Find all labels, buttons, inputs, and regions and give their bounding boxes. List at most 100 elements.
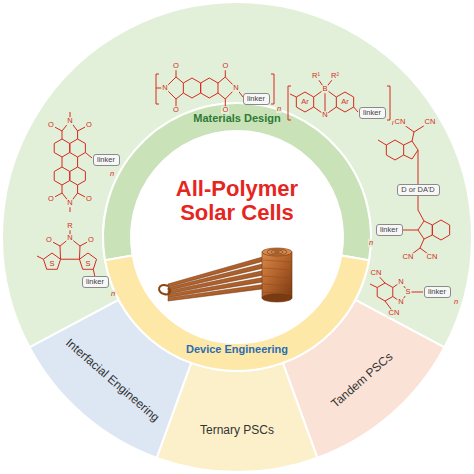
roll-winding: [263, 292, 291, 294]
materials-region: [2, 2, 472, 347]
segment-label: Ternary PSCs: [199, 423, 275, 437]
roll-spiral: [271, 250, 283, 254]
center-circle: All-Polymer Solar Cells: [131, 131, 343, 343]
chemical-bond: [370, 284, 377, 288]
atom-label: CN: [394, 118, 407, 126]
atom-label: O: [172, 62, 180, 70]
chemical-bond: [386, 140, 403, 160]
repeat-index: n: [110, 290, 116, 298]
ribbon-roll: [262, 252, 292, 298]
repeat-index: n: [276, 105, 282, 113]
chemical-bond: [296, 92, 313, 112]
node-text: linker: [363, 109, 382, 117]
atom-label: N: [161, 84, 168, 92]
chemical-bond: [354, 107, 358, 112]
node-text: linker: [380, 226, 399, 234]
donor-box: D or DA'D: [397, 184, 440, 196]
atom-label: O: [221, 62, 229, 70]
repeat-index: n: [368, 239, 374, 247]
node-text: linker: [247, 95, 266, 103]
ribbon-curl: [159, 285, 170, 294]
roll-spiral: [275, 251, 280, 253]
chemical-bond: [418, 150, 419, 184]
atom-label: CN: [424, 118, 437, 126]
linker-box: linker: [424, 286, 451, 298]
linker-box: linker: [359, 107, 386, 119]
atom-label: S: [404, 288, 411, 296]
repeat-index: n: [453, 298, 459, 306]
ribbon-strip: [168, 284, 266, 301]
chemical-bond: [378, 140, 386, 145]
chemical-bond: [336, 92, 353, 112]
polymer-ribbon: [159, 248, 292, 302]
atom-label: CN: [402, 253, 415, 261]
band-label: Device Engineering: [185, 343, 289, 356]
atom-label: O: [47, 121, 55, 129]
atom-label: O: [85, 121, 93, 129]
atom-label: CN: [370, 269, 383, 277]
chemical-bond: [70, 139, 86, 157]
atom-label: O: [85, 195, 93, 203]
atom-label: O: [47, 195, 55, 203]
chemical-bond: [290, 94, 296, 97]
atom-label: R¹: [311, 72, 321, 80]
atom-label: O: [221, 106, 229, 114]
node-text: D or DA'D: [401, 186, 436, 194]
linker-box: linker: [376, 224, 403, 236]
roll-winding: [263, 260, 291, 262]
chemical-bond: [418, 221, 432, 239]
atom-label: Ar: [340, 98, 350, 106]
linker-box: linker: [93, 154, 120, 166]
atom-label: S: [84, 260, 91, 268]
chemical-bond: [288, 86, 291, 120]
linker-box: linker: [243, 93, 270, 105]
chemical-bond: [77, 157, 78, 167]
atom-label: N: [66, 234, 73, 242]
atom-label: O: [172, 106, 180, 114]
chemical-bond: [271, 74, 274, 104]
node-text: linker: [97, 156, 116, 164]
chemical-bond: [37, 256, 43, 259]
chemical-bond: [62, 157, 63, 167]
atom-label: N: [321, 111, 328, 119]
node-text: Ternary PSCs: [199, 423, 275, 437]
chemical-bond: [54, 139, 70, 157]
chemical-bond: [201, 78, 218, 98]
roll-bottom: [262, 294, 292, 302]
roll-winding: [263, 284, 291, 286]
chemical-bond: [432, 220, 449, 240]
chemical-bond: [156, 74, 159, 104]
chemical-bond: [70, 167, 86, 185]
atom-label: Ar: [300, 98, 310, 106]
chemical-bond: [412, 132, 414, 141]
band-label: Materials Design: [193, 112, 282, 125]
chemical-bond: [79, 253, 96, 269]
linker-box: linker: [82, 276, 109, 288]
roll-winding: [263, 268, 291, 270]
chemical-bond: [387, 86, 390, 120]
title-text: All-Polymer Solar Cells: [152, 177, 322, 225]
atom-label: CN: [388, 309, 401, 317]
atom-label: N: [397, 298, 404, 306]
atom-label: O: [87, 236, 95, 244]
node-text: Device Engineering: [185, 343, 289, 356]
node-text: linker: [428, 288, 447, 296]
atom-label: N: [232, 84, 239, 92]
atom-label: N: [397, 278, 404, 286]
roll-top: [262, 248, 292, 256]
atom-label: N: [66, 199, 73, 207]
chemical-bond: [377, 283, 393, 301]
node-text: Materials Design: [193, 112, 282, 125]
atom-label: S: [48, 260, 55, 268]
roll-winding: [263, 276, 291, 278]
chemical-bond: [403, 230, 418, 231]
chemical-bond: [43, 253, 60, 269]
chemical-bond: [85, 153, 92, 159]
atom-label: N: [66, 117, 73, 125]
repeat-index: n: [109, 170, 115, 178]
atom-label: R: [66, 222, 73, 230]
roll-spiral: [267, 249, 287, 255]
chemical-bond: [418, 196, 424, 221]
atom-label: CN: [426, 253, 439, 261]
